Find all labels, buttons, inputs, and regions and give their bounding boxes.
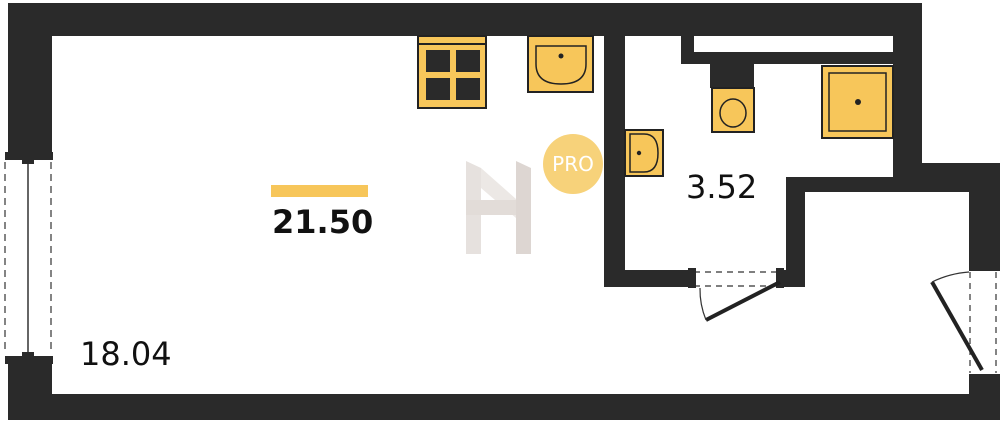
bathroom-walls	[604, 36, 893, 287]
bathroom-door-leaf	[705, 280, 781, 322]
room-area-label: 18.04	[80, 335, 172, 373]
bathroom-area-label: 3.52	[686, 168, 758, 206]
stove-icon	[417, 35, 487, 109]
shower-icon	[821, 65, 894, 139]
pro-badge: PRO	[543, 134, 603, 194]
entrance-door-leaf	[930, 281, 984, 371]
kitchen-sink-icon	[527, 35, 594, 93]
toilet-icon	[710, 64, 755, 133]
outer-wall	[8, 3, 1000, 420]
area-accent-bar	[271, 185, 368, 197]
bathroom-sink-icon	[624, 129, 664, 177]
total-area-label: 21.50	[272, 203, 374, 241]
logo-icon	[466, 161, 531, 254]
entrance-door-opening	[968, 270, 1000, 376]
